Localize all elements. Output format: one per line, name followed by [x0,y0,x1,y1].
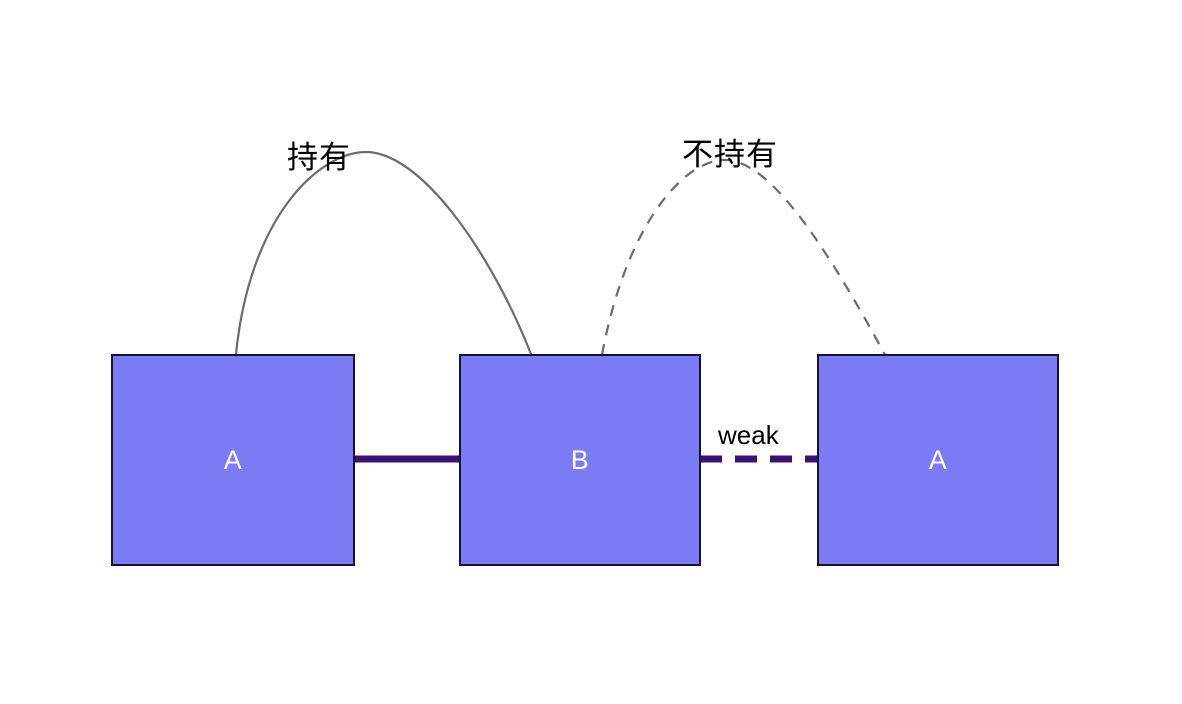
arc-not-hold-path [600,158,938,457]
arc-not-hold-label: 不持有 [682,137,778,173]
node-a-left-label: A [223,444,243,475]
node-a-right[interactable]: A [817,354,1059,566]
arc-hold-label: 持有 [287,140,351,176]
node-b[interactable]: B [459,354,701,566]
node-a-left[interactable]: A [111,354,355,566]
node-a-right-label: A [928,444,948,475]
arc-hold-path [234,150,533,356]
node-b-label: B [570,444,590,475]
connector-weak-label: weak [718,420,779,450]
